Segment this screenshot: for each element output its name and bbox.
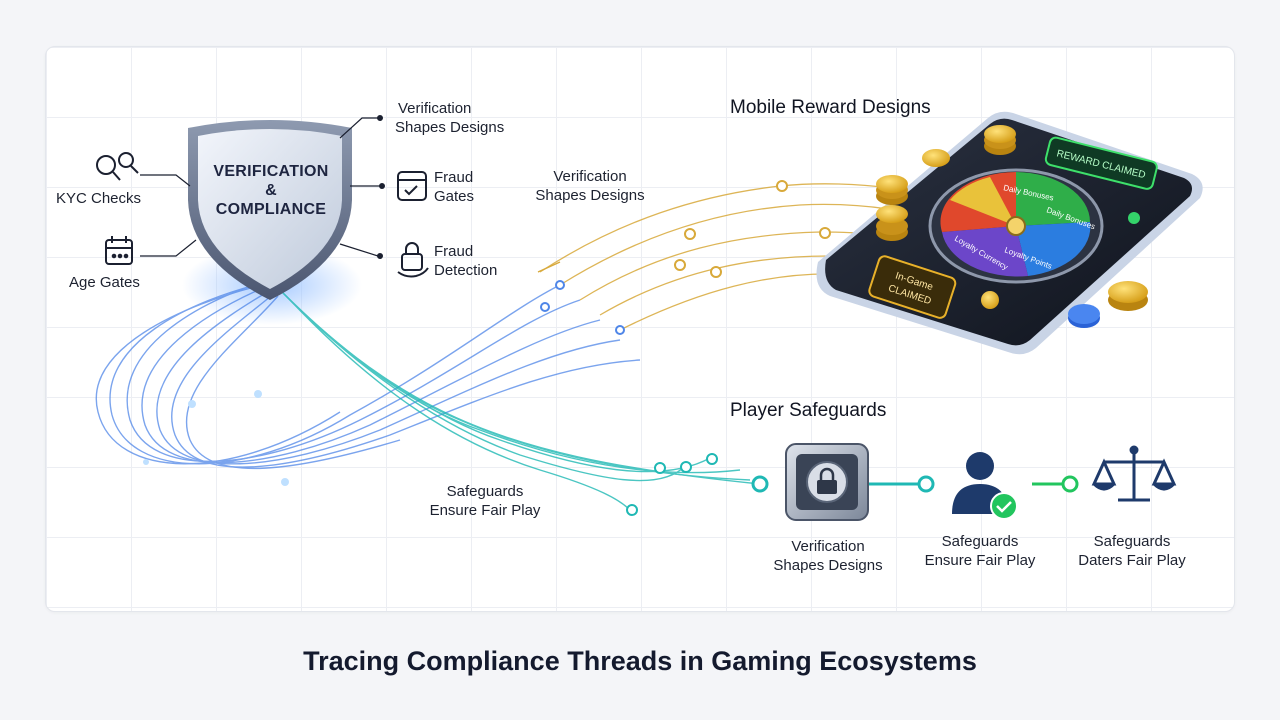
- node-dot: [377, 253, 383, 259]
- safeguard-item-1-line-1: Verification: [791, 538, 865, 555]
- user-check-icon: [952, 452, 1018, 520]
- safe-lock-icon: [785, 443, 869, 521]
- player-safeguards-heading: Player Safeguards: [730, 400, 887, 421]
- node-dot: [377, 115, 383, 121]
- right-connectors: [339, 117, 380, 257]
- scales-icon: [1091, 445, 1177, 502]
- fraud-detection-line-2: Detection: [434, 262, 498, 279]
- fraud-gates-label: Fraud Gates: [434, 168, 474, 206]
- shield-line-1: VERIFICATION: [213, 163, 329, 180]
- middle-verification-line-1: Verification: [553, 168, 627, 185]
- calendar-icon: [105, 236, 133, 265]
- safeguard-item-3-line-2: Daters Fair Play: [1078, 552, 1186, 569]
- gold-connector: [537, 261, 561, 273]
- safeguard-item-3: Safeguards Daters Fair Play: [1064, 532, 1200, 570]
- left-connectors: [140, 174, 197, 257]
- middle-safeguards-label: Safeguards Ensure Fair Play: [420, 482, 550, 520]
- mobile-reward-heading: Mobile Reward Designs: [730, 97, 931, 118]
- document-icon: [397, 171, 427, 201]
- kyc-checks-label: KYC Checks: [56, 190, 142, 207]
- safeguard-item-2: Safeguards Ensure Fair Play: [912, 532, 1048, 570]
- blue-threads: [95, 279, 641, 470]
- age-gates-label: Age Gates: [69, 274, 140, 291]
- safeguard-item-3-line-1: Safeguards: [1093, 533, 1171, 550]
- reward-wheel: [928, 168, 1104, 284]
- safeguard-item-2-line-1: Safeguards: [941, 533, 1019, 550]
- search-icon: [96, 152, 139, 181]
- fraud-gates-line-2: Gates: [434, 188, 475, 205]
- middle-safeguards-line-2: Ensure Fair Play: [429, 502, 541, 519]
- green-dot: [1128, 212, 1140, 224]
- thread-nodes: [143, 180, 1079, 516]
- middle-safeguards-line-1: Safeguards: [446, 483, 524, 500]
- shapes-designs-label: Shapes Designs: [395, 119, 505, 136]
- in-game-claimed-badge: In-Game CLAIMED: [868, 255, 957, 319]
- middle-verification-label: Verification Shapes Designs: [530, 167, 650, 205]
- compliance-shield-icon: [188, 120, 352, 300]
- page-title: Tracing Compliance Threads in Gaming Eco…: [303, 646, 977, 676]
- shield-label: VERIFICATION & COMPLIANCE: [196, 162, 346, 219]
- verification-line-1: Verification: [398, 100, 472, 117]
- safeguard-item-2-line-2: Ensure Fair Play: [924, 552, 1036, 569]
- lock-hand-icon: [397, 242, 429, 278]
- phone-illustration: Daily Bonuses Daily Bonuses Loyalty Poin…: [816, 111, 1203, 355]
- shield-line-2: &: [265, 182, 277, 199]
- safeguard-item-1: Verification Shapes Designs: [760, 537, 896, 575]
- fraud-gates-line-1: Fraud: [434, 169, 474, 186]
- coin-icon: [876, 125, 1148, 328]
- fraud-detection-label: Fraud Detection: [434, 242, 497, 280]
- middle-verification-line-2: Shapes Designs: [535, 187, 645, 204]
- shield-line-3: COMPLIANCE: [215, 201, 327, 218]
- teal-threads: [279, 289, 761, 511]
- safeguard-item-1-line-2: Shapes Designs: [773, 557, 883, 574]
- verification-label: Verification: [398, 99, 471, 118]
- node-dot: [379, 183, 385, 189]
- fraud-detection-line-1: Fraud: [434, 243, 474, 260]
